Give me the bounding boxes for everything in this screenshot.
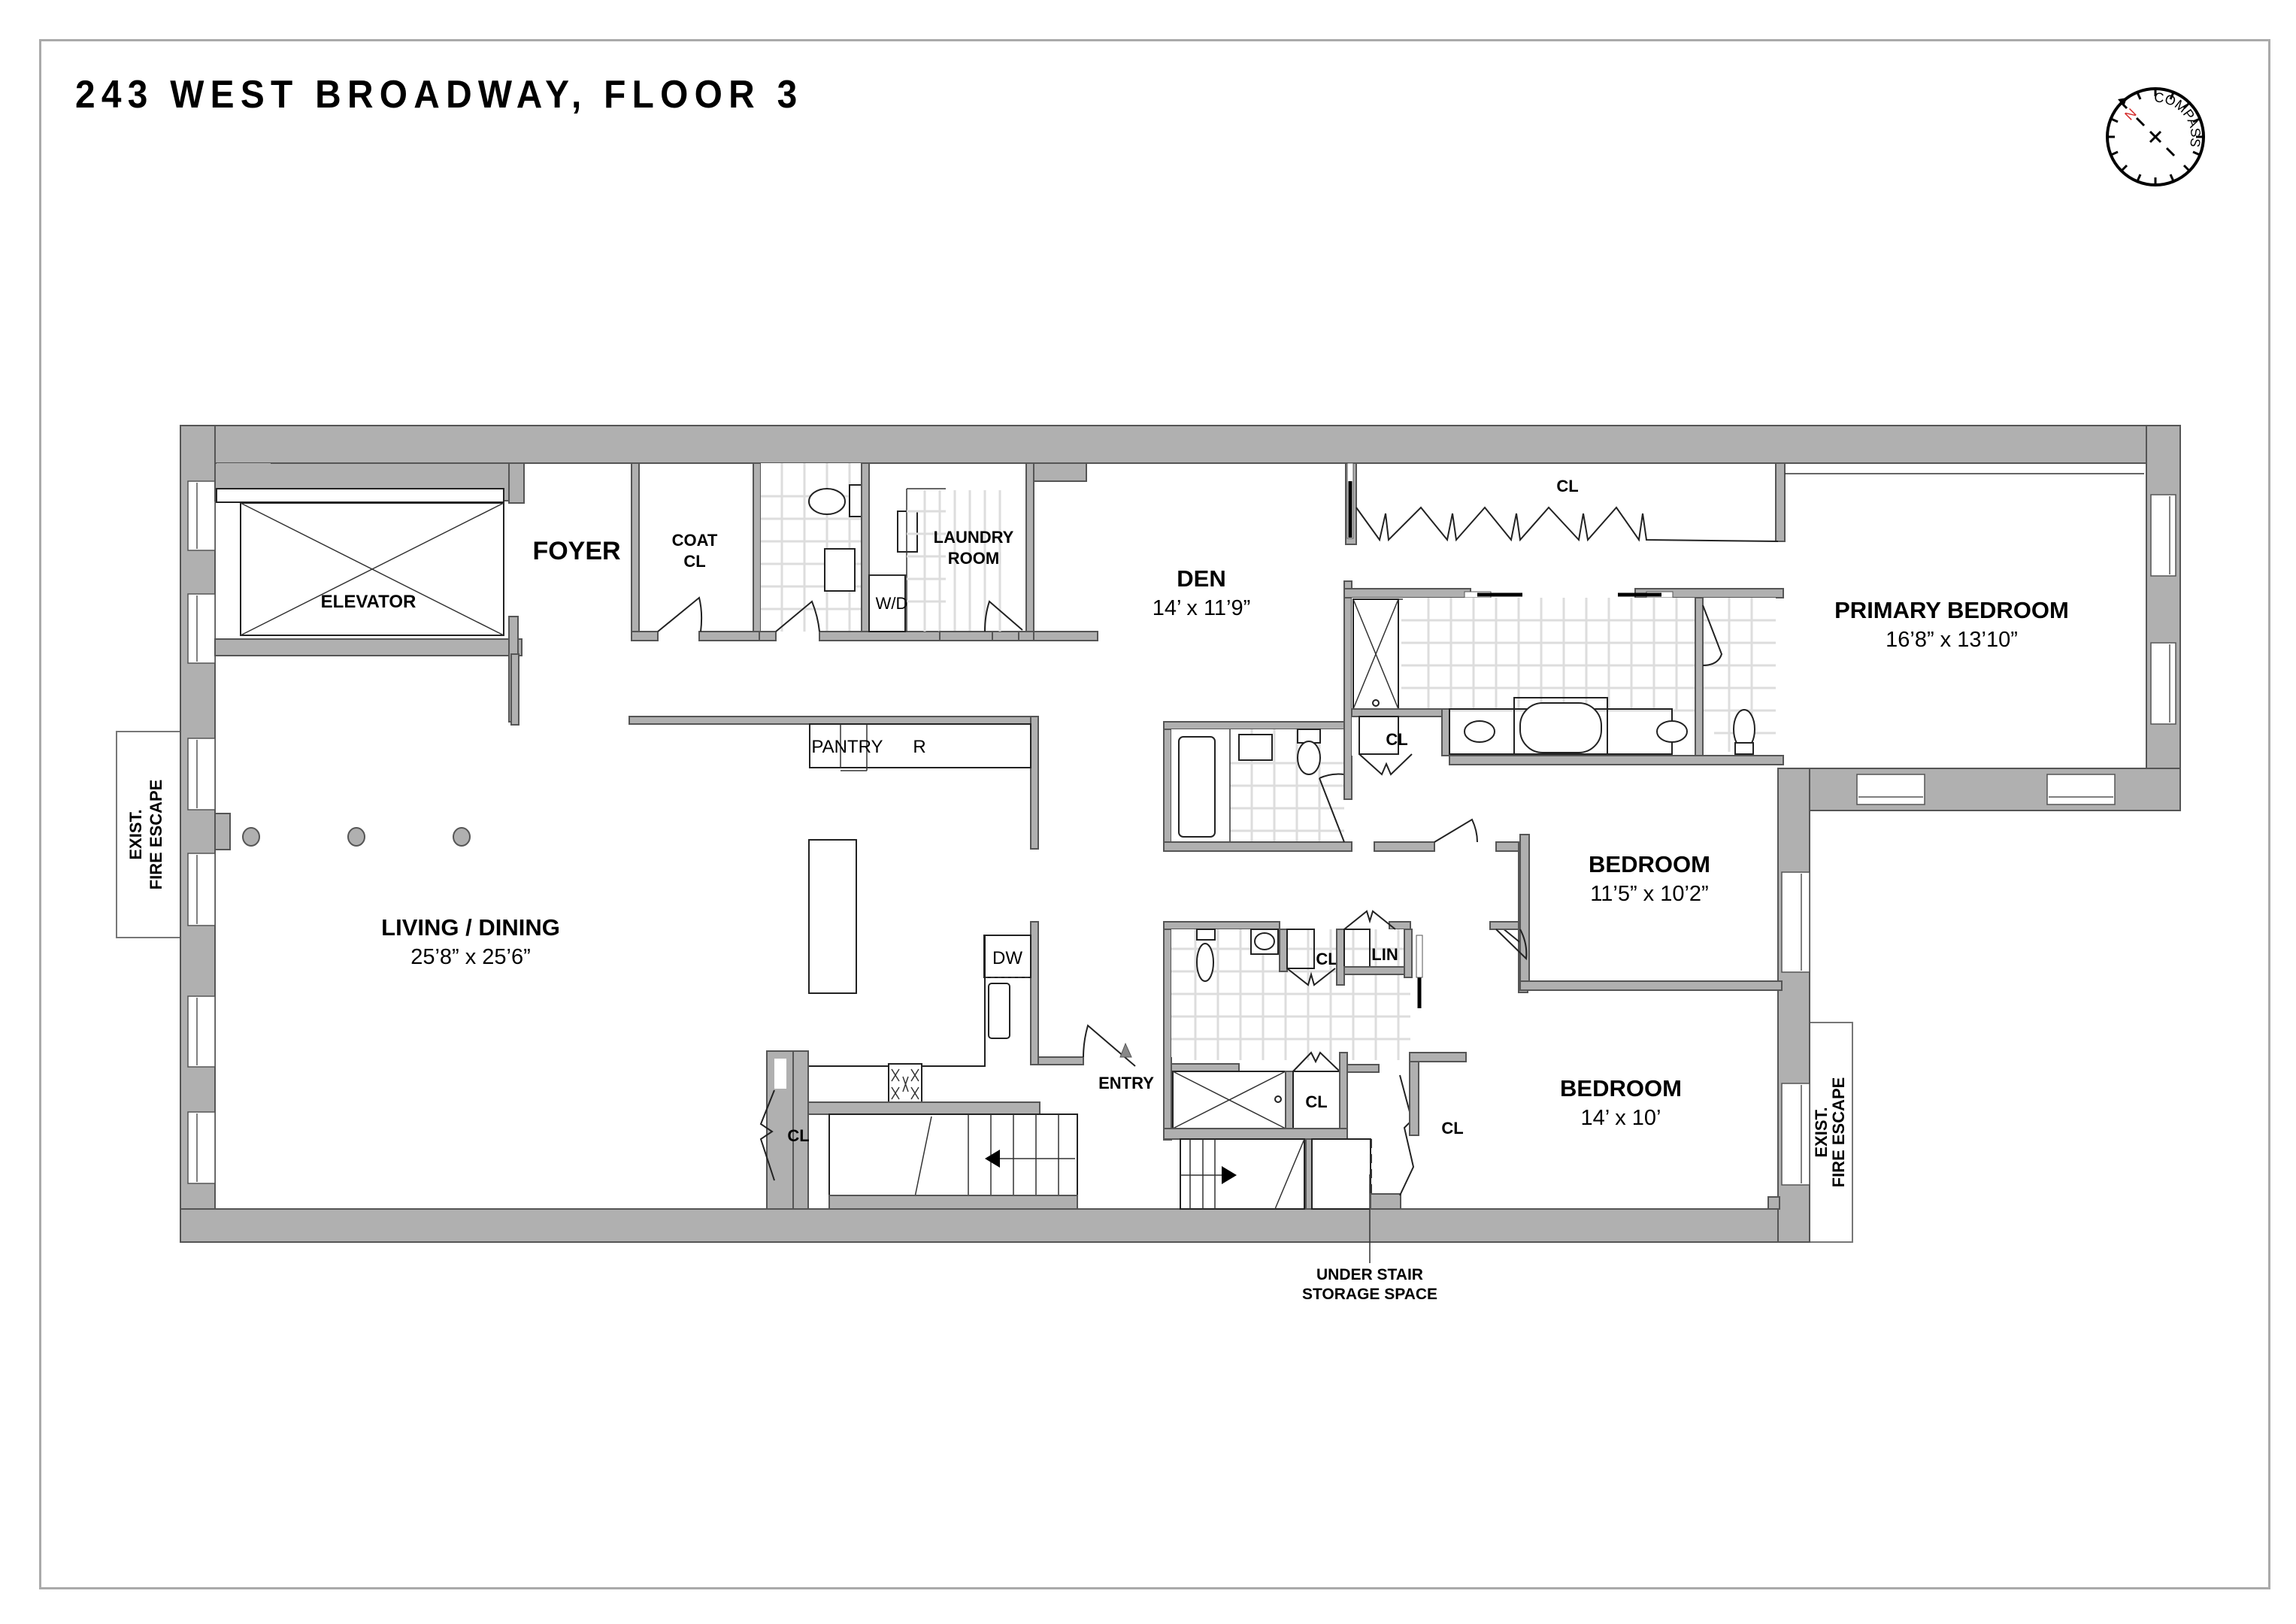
fire-escape-right: EXIST. FIRE ESCAPE [1809, 1022, 1853, 1243]
sink-icon [1656, 720, 1688, 743]
bathtub-icon [1178, 736, 1216, 838]
svg-text:14’ x 10’: 14’ x 10’ [1581, 1106, 1661, 1130]
sink-icon [824, 548, 856, 592]
range-icon [888, 1063, 922, 1104]
svg-text:FIRE ESCAPE: FIRE ESCAPE [147, 780, 165, 890]
entry: ENTRY [1037, 1024, 1154, 1092]
hall-bathroom: CL LIN CL [1163, 910, 1464, 1263]
interior-walls [510, 653, 1039, 1065]
room-labels: LIVING / DINING 25’8” x 25’6” DEN 14’ x … [381, 565, 2069, 1130]
svg-text:FIRE ESCAPE: FIRE ESCAPE [1829, 1077, 1848, 1188]
svg-text:LIVING / DINING: LIVING / DINING [381, 914, 560, 941]
foyer-closets: FOYER COAT CL LAUNDRY ROOM W/D [532, 462, 1098, 641]
toilet-icon [1196, 943, 1214, 982]
svg-text:25’8” x 25’6”: 25’8” x 25’6” [410, 945, 531, 969]
under-stair-callout: UNDER STAIR STORAGE SPACE [1302, 1266, 1437, 1303]
svg-text:UNDER STAIR: UNDER STAIR [1316, 1266, 1423, 1283]
chimney-bump [214, 813, 231, 850]
svg-text:PRIMARY BEDROOM: PRIMARY BEDROOM [1834, 597, 2069, 623]
toilet-tank-icon [1196, 929, 1216, 941]
svg-text:DEN: DEN [1177, 565, 1225, 592]
svg-text:16’8” x 13’10”: 16’8” x 13’10” [1886, 628, 2018, 652]
stairs-left [828, 1113, 1078, 1210]
svg-text:LAUNDRY: LAUNDRY [934, 528, 1014, 547]
svg-text:CL: CL [1386, 730, 1407, 749]
svg-text:EXIST.: EXIST. [126, 809, 145, 859]
svg-text:CL: CL [683, 552, 705, 571]
page-title: 243 WEST BROADWAY, FLOOR 3 [75, 73, 804, 117]
page-frame [39, 39, 2270, 1589]
exterior-walls [180, 425, 2181, 1243]
compass-icon: N COMPASS [2106, 87, 2205, 186]
svg-text:FOYER: FOYER [532, 537, 620, 565]
svg-text:CL: CL [1316, 950, 1337, 968]
shower-head-icon [1274, 1095, 1282, 1103]
svg-text:14’ x 11’9”: 14’ x 11’9” [1153, 596, 1251, 620]
svg-text:STORAGE SPACE: STORAGE SPACE [1302, 1286, 1437, 1303]
den-closets: CL [1345, 462, 2144, 545]
windows-right [1781, 494, 2176, 1186]
svg-text:PANTRY: PANTRY [811, 737, 883, 757]
pantry-cabinet: PANTRY R [809, 723, 1031, 771]
svg-text:BEDROOM: BEDROOM [1589, 851, 1710, 877]
svg-text:ELEVATOR: ELEVATOR [321, 592, 416, 612]
fire-escape-left: EXIST. FIRE ESCAPE [116, 731, 181, 938]
toilet-icon [808, 488, 846, 515]
svg-text:LIN: LIN [1371, 945, 1398, 964]
entry-triangle-icon [1119, 1042, 1132, 1058]
den-bathroom [1163, 721, 1528, 993]
svg-text:BEDROOM: BEDROOM [1560, 1075, 1682, 1101]
kitchen-sink-icon [988, 983, 1010, 1039]
svg-text:CL: CL [1556, 477, 1578, 495]
svg-text:11’5” x 10’2”: 11’5” x 10’2” [1590, 882, 1708, 906]
primary-bathroom: CL [1343, 580, 1784, 800]
svg-text:ENTRY: ENTRY [1098, 1074, 1154, 1092]
toilet-icon [1297, 741, 1321, 775]
svg-text:CL: CL [1305, 1092, 1327, 1111]
svg-text:R: R [913, 737, 925, 757]
svg-text:DW: DW [992, 948, 1022, 968]
sink-icon [1464, 720, 1495, 743]
svg-text:CL: CL [1441, 1119, 1463, 1138]
svg-text:CL: CL [787, 1126, 809, 1145]
structural-columns [242, 827, 471, 847]
utility-sink-icon [897, 511, 918, 553]
windows-left [187, 480, 216, 1184]
kitchen-island [808, 839, 857, 994]
svg-text:COAT: COAT [672, 531, 718, 550]
elevator: ELEVATOR [214, 462, 525, 723]
svg-text:ROOM: ROOM [948, 549, 999, 568]
kitchen-counter: DW CL [759, 935, 1040, 1210]
svg-text:W/D: W/D [876, 594, 908, 613]
arrow-right-icon [1222, 1166, 1237, 1184]
bedroom-walls [1409, 834, 1783, 1210]
sink-icon [1238, 734, 1273, 761]
svg-text:EXIST.: EXIST. [1812, 1107, 1831, 1157]
arrow-left-icon [985, 1150, 1000, 1168]
bathtub-icon [1519, 702, 1602, 753]
